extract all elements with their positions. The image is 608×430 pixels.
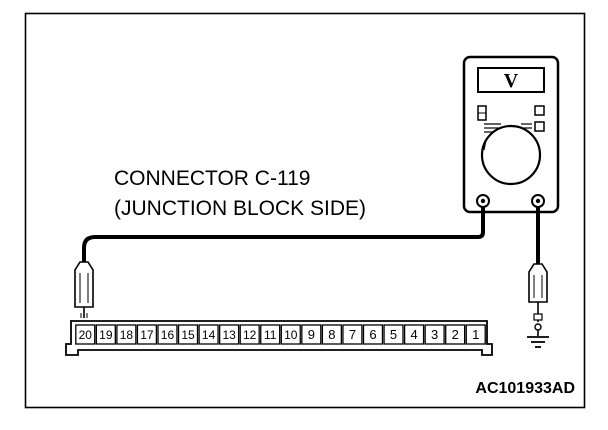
connector-pin-number: 6 — [369, 327, 376, 342]
connector-pin-number: 4 — [410, 327, 417, 342]
connector-pin-cell — [403, 324, 425, 345]
connector-pin-cell — [280, 324, 301, 345]
connector-pin-number: 9 — [308, 327, 315, 342]
multimeter: V — [462, 55, 560, 214]
connector-pin-number: 1 — [472, 327, 479, 342]
connector-pin-number: 11 — [264, 328, 277, 342]
connector-pin-cell — [75, 324, 96, 345]
connector-pin-number: 19 — [99, 328, 113, 342]
connector-pin-number: 10 — [284, 328, 298, 342]
connector-pin-cell — [424, 324, 445, 345]
diagram-frame — [24, 12, 586, 409]
connector-pin-number: 20 — [79, 328, 93, 342]
positive-test-lead — [82, 207, 485, 262]
connector-pin-cell — [260, 324, 281, 345]
connector-pin-cell — [239, 324, 260, 345]
connector-label-line1: CONNECTOR C-119 — [114, 167, 310, 190]
connector-pin-number: 3 — [431, 327, 438, 342]
ground-probe — [528, 263, 548, 322]
connector-pin-number: 8 — [328, 327, 335, 342]
connector-pin-number: 17 — [140, 328, 154, 342]
multimeter-display-text: V — [504, 70, 519, 92]
connector-pin-cell — [116, 324, 137, 345]
connector-pin-cell — [321, 324, 342, 345]
multimeter-display — [477, 67, 545, 93]
ground-icon — [527, 323, 549, 348]
connector-pin-cell — [157, 324, 178, 345]
positive-probe — [74, 261, 94, 318]
figure-code: AC101933AD — [475, 380, 575, 397]
multimeter-switch-right-bottom — [534, 121, 545, 132]
connector-pin-number: 12 — [243, 328, 257, 342]
connector-pin-number: 18 — [120, 328, 134, 342]
multimeter-dial — [480, 123, 542, 186]
connector-pin-cell — [465, 324, 486, 345]
connector-pin-cell — [95, 324, 116, 345]
connector-pin-number: 15 — [181, 328, 195, 342]
connector-pin-number: 5 — [390, 327, 397, 342]
connector-pin-cell — [301, 324, 322, 345]
connector-pin-cell — [383, 324, 404, 345]
connector-pin-number: 16 — [161, 328, 175, 342]
multimeter-switch-right-top — [534, 105, 545, 116]
connector-pin-cell — [342, 324, 363, 345]
connector-pin-number: 13 — [222, 328, 236, 342]
connector-pin-number: 14 — [202, 328, 216, 342]
connector-pin-cell — [445, 324, 466, 345]
connector-pin-cell — [218, 324, 240, 345]
connector-pin-cell — [198, 324, 219, 345]
connector-pin-number: 2 — [452, 327, 459, 342]
connector-label-line2: (JUNCTION BLOCK SIDE) — [114, 197, 366, 220]
connector-pin-cell — [136, 324, 158, 345]
connector-pin-cell — [177, 324, 199, 345]
connector-pin-number: 7 — [349, 327, 356, 342]
connector-pin-cell — [362, 324, 384, 345]
